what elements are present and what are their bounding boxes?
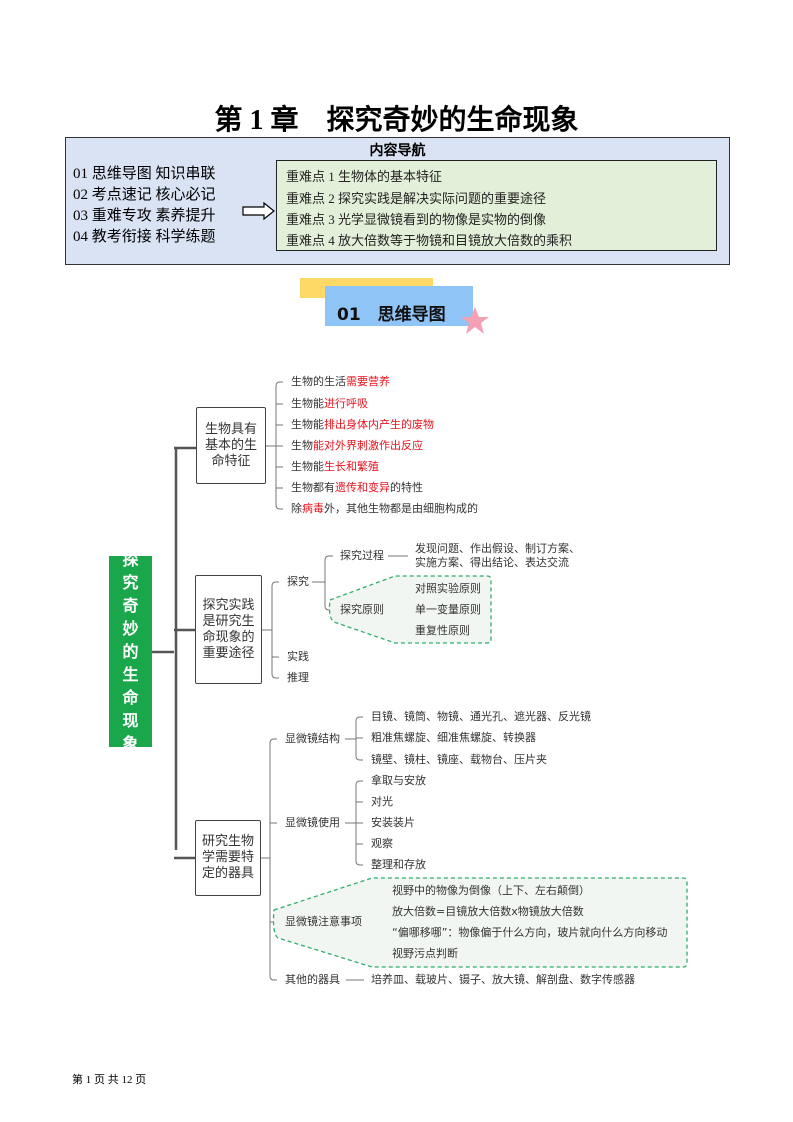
principle-item: 单一变量原则 bbox=[415, 603, 481, 616]
life-characteristic-item: 生物能进行呼吸 bbox=[291, 397, 368, 411]
highlight-text: 生长和繁殖 bbox=[324, 460, 379, 473]
nav-section: 03 重难专攻 素养提升 bbox=[73, 208, 216, 224]
highlight-text: 排出身体内产生的废物 bbox=[324, 418, 434, 431]
arrow-right-icon bbox=[242, 202, 275, 220]
usage-item: 对光 bbox=[371, 795, 393, 808]
key-points-box: 重难点 1 生物体的基本特征 重难点 2 探究实践是解决实际问题的重要途径 重难… bbox=[276, 160, 717, 251]
notes-item: 放大倍数=目镜放大倍数x物镜放大倍数 bbox=[392, 905, 584, 918]
process-text: 发现问题、作出假设、制订方案、 bbox=[415, 542, 580, 555]
chapter-title: 第 1 章 探究奇妙的生命现象 bbox=[214, 105, 579, 136]
structure-item: 目镜、镜筒、物镜、通光孔、遮光器、反光镜 bbox=[371, 710, 591, 723]
key-point: 重难点 4 放大倍数等于物镜和目镜放大倍数的乘积 bbox=[286, 233, 573, 248]
life-characteristic-item: 生物能对外界刺激作出反应 bbox=[291, 439, 423, 453]
usage-item: 拿取与安放 bbox=[371, 774, 426, 787]
notes-item: “偏哪移哪”：物像偏于什么方向，玻片就向什么方向移动 bbox=[392, 926, 668, 939]
node-notes: 显微镜注意事项 bbox=[285, 915, 362, 928]
node-principle: 探究原则 bbox=[340, 603, 384, 616]
highlight-text: 能对外界刺激作出反应 bbox=[313, 439, 423, 452]
item-text: 的特性 bbox=[390, 481, 423, 494]
usage-item: 整理和存放 bbox=[371, 858, 426, 871]
key-point: 重难点 2 探究实践是解决实际问题的重要途径 bbox=[286, 191, 547, 206]
branch-inquiry-practice: 探究实践是研究生命现象的重要途径 bbox=[195, 575, 262, 684]
content-navigation: 内容导航 01 思维导图 知识串联 02 考点速记 核心必记 03 重难专攻 素… bbox=[65, 137, 730, 265]
item-text: 生物能 bbox=[291, 418, 324, 431]
highlight-text: 进行呼吸 bbox=[324, 397, 368, 410]
structure-item: 粗准焦螺旋、细准焦螺旋、转换器 bbox=[371, 731, 536, 744]
page-footer: 第 1 页 共 12 页 bbox=[72, 1074, 147, 1086]
process-text: 实施方案、得出结论、表达交流 bbox=[415, 556, 569, 569]
item-text: 生物的生活 bbox=[291, 375, 346, 388]
life-characteristic-item: 生物能排出身体内产生的废物 bbox=[291, 418, 434, 432]
notes-item: 视野污点判断 bbox=[392, 947, 458, 960]
node-structure: 显微镜结构 bbox=[285, 732, 340, 745]
nav-title: 内容导航 bbox=[369, 143, 426, 159]
key-point: 重难点 1 生物体的基本特征 bbox=[286, 169, 443, 184]
star-icon bbox=[461, 307, 489, 334]
node-reasoning: 推理 bbox=[287, 671, 309, 684]
item-text: 除 bbox=[291, 502, 302, 515]
nav-section: 04 教考衔接 科学练题 bbox=[73, 229, 216, 245]
nav-section: 01 思维导图 知识串联 bbox=[73, 166, 216, 182]
section-title: 01 思维导图 bbox=[337, 305, 446, 325]
other-tools-text: 培养皿、载玻片、镊子、放大镜、解剖盘、数字传感器 bbox=[371, 973, 635, 986]
node-process: 探究过程 bbox=[340, 549, 384, 562]
section-badge bbox=[325, 286, 473, 326]
life-characteristic-item: 生物能生长和繁殖 bbox=[291, 460, 379, 474]
life-characteristic-item: 生物的生活需要营养 bbox=[291, 375, 390, 389]
highlight-text: 遗传和变异 bbox=[335, 481, 390, 494]
principle-item: 重复性原则 bbox=[415, 624, 470, 637]
item-text: 生物都有 bbox=[291, 481, 335, 494]
item-text: 生物能 bbox=[291, 460, 324, 473]
node-other-tools: 其他的器具 bbox=[285, 973, 340, 986]
usage-item: 观察 bbox=[371, 837, 393, 850]
highlight-text: 病毒 bbox=[302, 502, 324, 515]
structure-item: 镜壁、镜柱、镜座、载物台、压片夹 bbox=[371, 753, 547, 766]
life-characteristic-item: 生物都有遗传和变异的特性 bbox=[291, 481, 423, 495]
principle-item: 对照实验原则 bbox=[415, 582, 481, 595]
node-practice: 实践 bbox=[287, 650, 309, 663]
key-point: 重难点 3 光学显微镜看到的物像是实物的倒像 bbox=[286, 212, 547, 227]
usage-item: 安装装片 bbox=[371, 816, 415, 829]
item-text: 外，其他生物都是由细胞构成的 bbox=[324, 502, 478, 515]
branch-tools: 研究生物学需要特定的器具 bbox=[195, 820, 261, 896]
branch-life-characteristics: 生物具有基本的生命特征 bbox=[196, 407, 266, 484]
item-text: 生物 bbox=[291, 439, 313, 452]
notes-item: 视野中的物像为倒像（上下、左右颠倒） bbox=[392, 884, 590, 897]
highlight-text: 需要营养 bbox=[346, 375, 390, 388]
mindmap-root: 探究奇妙的生命现象 bbox=[109, 550, 152, 753]
node-inquiry: 探究 bbox=[287, 575, 309, 588]
life-characteristic-item: 除病毒外，其他生物都是由细胞构成的 bbox=[291, 502, 478, 516]
node-usage: 显微镜使用 bbox=[285, 816, 340, 829]
item-text: 生物能 bbox=[291, 397, 324, 410]
nav-section: 02 考点速记 核心必记 bbox=[73, 187, 216, 203]
